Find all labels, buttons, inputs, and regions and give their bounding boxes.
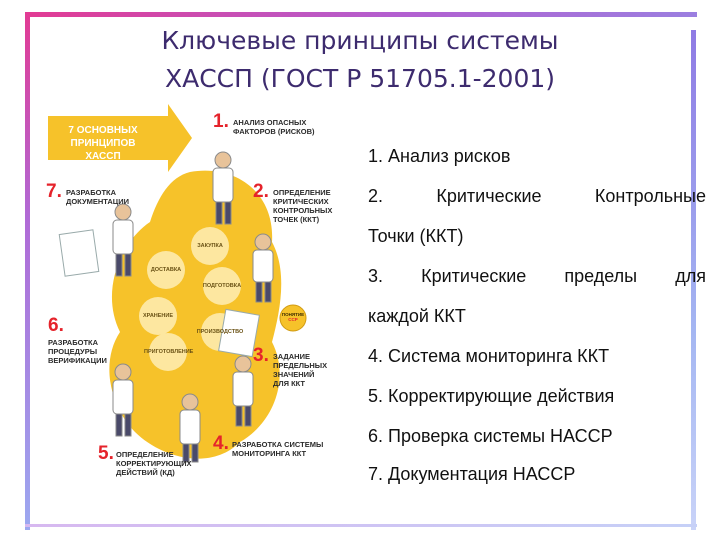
ccp-badge-line2: CCP xyxy=(288,317,298,322)
principle-5-line1: ОПРЕДЕЛЕНИЕ xyxy=(116,450,174,459)
list-item-4: 4. Система мониторинга ККТ xyxy=(368,346,610,366)
list-item-3-continuation: каждой ККТ xyxy=(368,306,466,326)
person-figure-6 xyxy=(179,393,201,463)
ccp-badge-shape xyxy=(279,304,307,332)
principle-7-line2: ДОКУМЕНТАЦИИ xyxy=(66,197,130,206)
principle-5-line3: ДЕЙСТВИЙ (КД) xyxy=(116,468,175,477)
principle-7-label: РАЗРАБОТКА ДОКУМЕНТАЦИИ xyxy=(66,188,129,206)
principle-5-label: ОПРЕДЕЛЕНИЕ КОРРЕКТИРУЮЩИХ ДЕЙСТВИЙ (КД) xyxy=(116,450,192,477)
principle-5-number: 5. xyxy=(98,443,114,464)
list-item-7: 7. Документация НАССР xyxy=(368,464,576,484)
ccp-badge-label: ПОНЯТИЕ CCP xyxy=(280,312,306,322)
principle-3-line1: ЗАДАНИЕ xyxy=(273,352,310,361)
document-sheet-2 xyxy=(218,308,260,358)
person-figure-4 xyxy=(112,363,134,437)
stage-bubble-4 xyxy=(139,297,177,335)
stage-label-3: ПОДГОТОВКА xyxy=(202,283,242,289)
principles-arrow-shape xyxy=(48,104,192,172)
list-item-3-word-4: для xyxy=(675,266,706,286)
principle-6-number: 6. xyxy=(48,315,64,336)
list-item-2-continuation: Точки (ККТ) xyxy=(368,226,464,246)
infographic-drawing xyxy=(48,104,307,463)
principles-arrow-label: 7 ОСНОВНЫХ ПРИНЦИПОВ ХАССП xyxy=(58,124,148,163)
principle-6-line2: ПРОЦЕДУРЫ xyxy=(48,347,98,356)
slide-title-line1: Ключевые принципы системы xyxy=(161,26,559,55)
principle-2-line3: КОНТРОЛЬНЫХ xyxy=(273,206,333,215)
list-item-6: 6. Проверка системы НАССР xyxy=(368,426,613,446)
list-item-3: 3. Критические пределы для xyxy=(368,266,706,287)
principle-2-line1: ОПРЕДЕЛЕНИЕ xyxy=(273,188,331,197)
principle-3-label: ЗАДАНИЕ ПРЕДЕЛЬНЫХ ЗНАЧЕНИЙ ДЛЯ ККТ xyxy=(273,352,327,388)
frame-left-bar xyxy=(25,12,30,530)
list-item-3-word-2: Критические xyxy=(421,266,527,286)
principle-1-line2: ФАКТОРОВ (РИСКОВ) xyxy=(233,127,315,136)
principle-4-label: РАЗРАБОТКА СИСТЕМЫ МОНИТОРИНГА ККТ xyxy=(232,440,323,458)
stage-bubble-2 xyxy=(147,251,185,289)
stage-bubble-3 xyxy=(203,267,241,305)
principle-2-line4: ТОЧЕК (ККТ) xyxy=(273,215,320,224)
frame-bottom-bar xyxy=(25,524,697,527)
stage-label-5: ПРОИЗВОДСТВО xyxy=(196,329,244,335)
principle-1-line1: АНАЛИЗ ОПАСНЫХ xyxy=(233,118,307,127)
list-item-1: 1. Анализ рисков xyxy=(368,146,511,166)
list-item-2-word-3: Контрольные xyxy=(594,186,706,206)
principle-2-line2: КРИТИЧЕСКИХ xyxy=(273,197,329,206)
principle-7-line1: РАЗРАБОТКА xyxy=(66,188,117,197)
list-item-3-word-1: 3. xyxy=(368,266,384,286)
stage-bubble-6 xyxy=(149,333,187,371)
stage-label-4: ХРАНЕНИЕ xyxy=(142,313,174,319)
stage-bubble-1 xyxy=(191,227,229,265)
principle-3-number: 3. xyxy=(253,345,269,366)
principle-3-line2: ПРЕДЕЛЬНЫХ xyxy=(273,361,328,370)
principle-4-line2: МОНИТОРИНГА ККТ xyxy=(232,449,307,458)
principle-1-label: АНАЛИЗ ОПАСНЫХ ФАКТОРОВ (РИСКОВ) xyxy=(233,118,315,136)
slide-title: Ключевые принципы системы ХАССП (ГОСТ Р … xyxy=(120,22,600,98)
principle-4-line1: РАЗРАБОТКА СИСТЕМЫ xyxy=(232,440,324,449)
ccp-badge-line1: ПОНЯТИЕ xyxy=(281,312,305,317)
principle-1-number: 1. xyxy=(213,111,229,132)
list-item-2: 2. Критические Контрольные xyxy=(368,186,706,207)
person-figure-3 xyxy=(112,203,134,277)
principle-2-label: ОПРЕДЕЛЕНИЕ КРИТИЧЕСКИХ КОНТРОЛЬНЫХ ТОЧЕ… xyxy=(273,188,332,224)
list-item-3-word-3: пределы xyxy=(564,266,638,286)
principle-3-line3: ЗНАЧЕНИЙ xyxy=(273,370,315,379)
person-figure-1 xyxy=(212,151,234,225)
person-figure-2 xyxy=(252,233,274,303)
stage-label-6: ПРИГОТОВЛЕНИЕ xyxy=(144,349,194,355)
list-item-5: 5. Корректирующие действия xyxy=(368,386,615,406)
arrow-label-line2: ПРИНЦИПОВ ХАССП xyxy=(70,138,136,162)
arrow-label-line1: 7 ОСНОВНЫХ xyxy=(68,125,138,136)
principle-6-label: РАЗРАБОТКА ПРОЦЕДУРЫ ВЕРИФИКАЦИИ xyxy=(48,338,107,365)
person-figure-5 xyxy=(232,355,254,427)
principle-2-number: 2. xyxy=(253,181,269,202)
principle-7-number: 7. xyxy=(46,181,62,202)
slide-title-line2: ХАССП (ГОСТ Р 51705.1-2001) xyxy=(164,64,556,93)
document-sheet-1 xyxy=(58,229,100,277)
frame-top-bar xyxy=(25,12,697,17)
principle-5-line2: КОРРЕКТИРУЮЩИХ xyxy=(116,459,192,468)
principle-4-number: 4. xyxy=(213,433,229,454)
list-item-2-word-1: 2. xyxy=(368,186,384,206)
principle-3-line4: ДЛЯ ККТ xyxy=(273,379,306,388)
haccp-infographic: 7 ОСНОВНЫХ ПРИНЦИПОВ ХАССП 1. АНАЛИЗ ОПА… xyxy=(40,102,358,502)
principle-6-line1: РАЗРАБОТКА xyxy=(48,338,99,347)
stage-label-2: ДОСТАВКА xyxy=(150,267,182,273)
frame-right-bar xyxy=(691,30,696,530)
stage-label-1: ЗАКУПКА xyxy=(197,243,223,249)
list-item-2-word-2: Критические xyxy=(436,186,542,206)
principle-6-line3: ВЕРИФИКАЦИИ xyxy=(48,356,107,365)
